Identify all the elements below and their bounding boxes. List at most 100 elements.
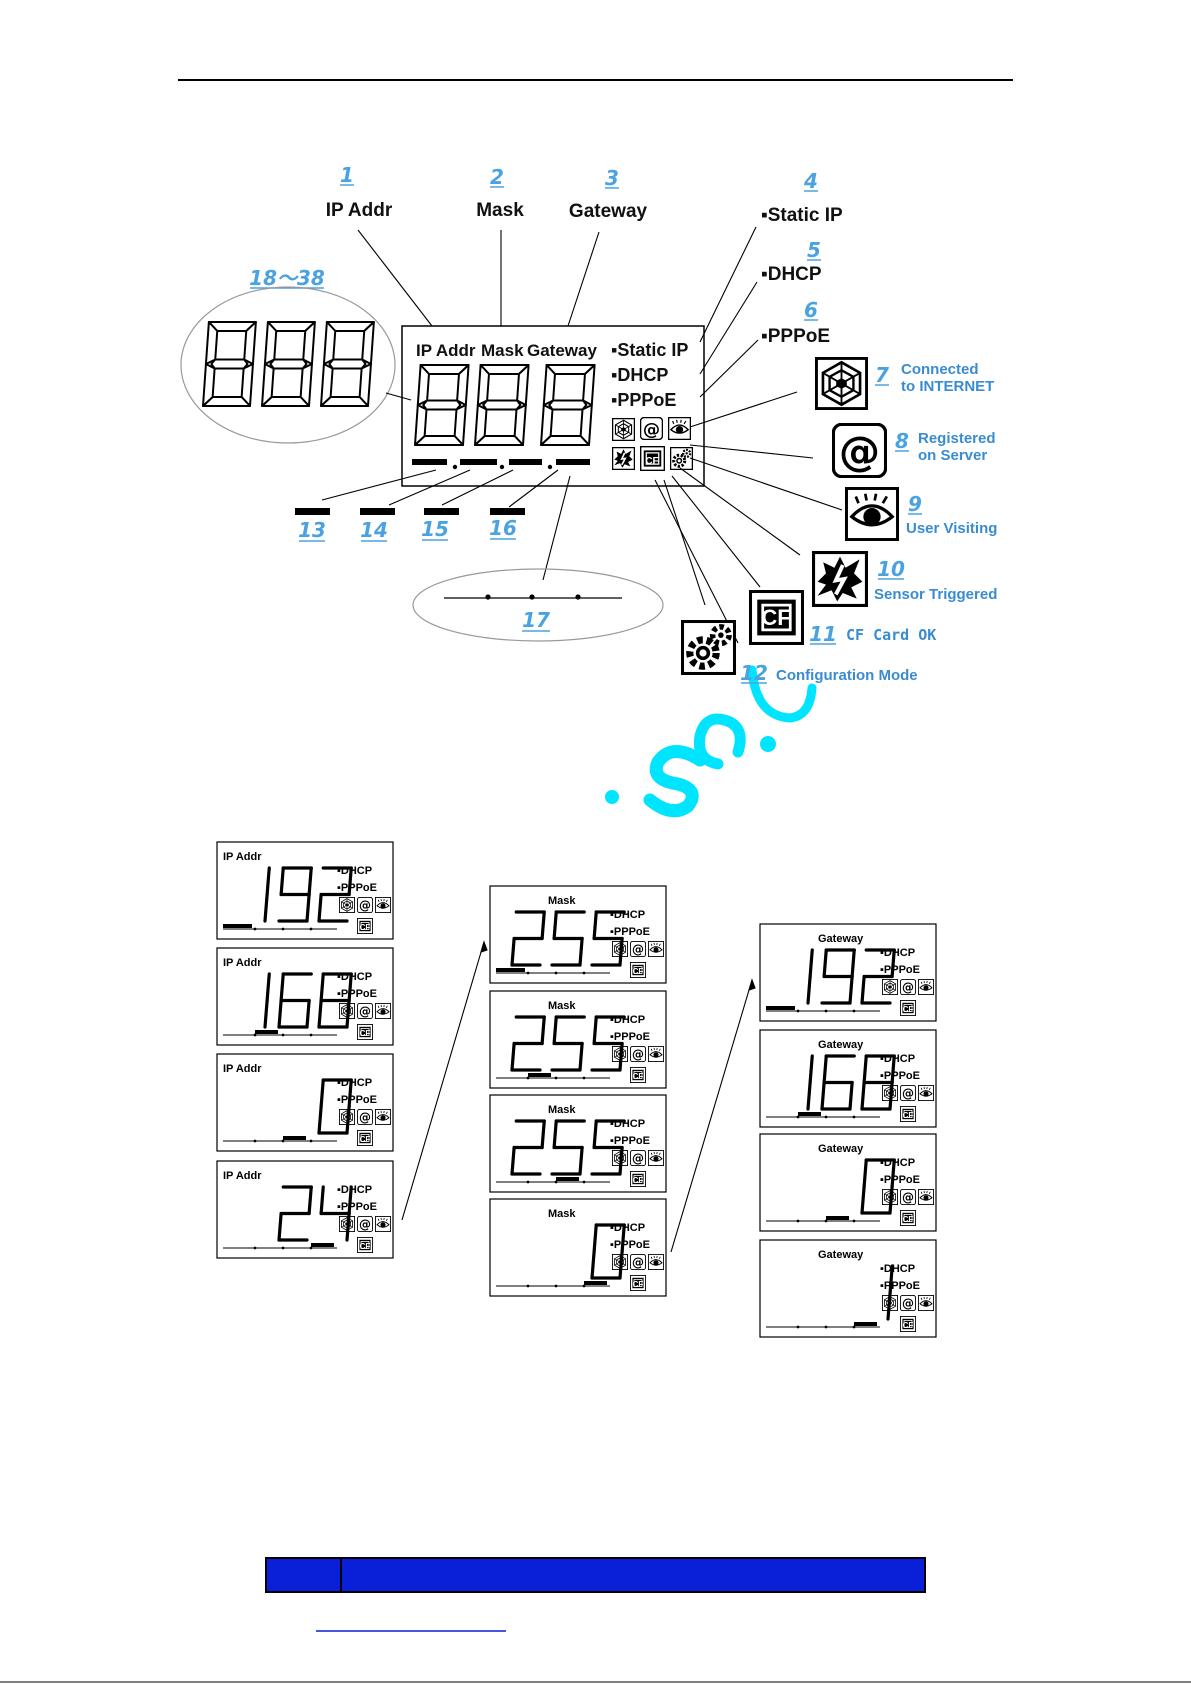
seq-cf-text: CF bbox=[360, 1029, 371, 1038]
segment-e bbox=[510, 1145, 516, 1176]
seq-digit-2 bbox=[317, 866, 353, 923]
segment-f bbox=[592, 910, 598, 941]
seq-panel-label: Gateway bbox=[818, 933, 864, 945]
segment-f bbox=[319, 1078, 325, 1109]
segment-b bbox=[307, 866, 313, 897]
seq-digit-5 bbox=[550, 1119, 586, 1176]
segment-f bbox=[319, 1185, 325, 1216]
segment-e bbox=[414, 404, 428, 446]
segment-c bbox=[806, 974, 812, 1005]
lcd-gateway: Gateway bbox=[527, 341, 597, 360]
seq-pppoe: ▪PPPoE bbox=[880, 1070, 920, 1082]
seq-dot bbox=[796, 1009, 800, 1013]
static-ip-label: ▪Static IP bbox=[761, 205, 843, 226]
callout-num-3: 3 bbox=[605, 166, 619, 190]
segment-c bbox=[618, 1249, 624, 1280]
seq-cf-text: CF bbox=[903, 1321, 914, 1330]
segment-c bbox=[345, 1104, 351, 1135]
registered-label-2: on Server bbox=[918, 447, 987, 464]
seq-pppoe: ▪PPPoE bbox=[880, 964, 920, 976]
dots-zoom-ellipse bbox=[412, 568, 664, 642]
seq-panel-label: IP Addr bbox=[223, 1170, 262, 1182]
lcd-dhcp: ▪DHCP bbox=[611, 365, 668, 385]
seq-dot bbox=[582, 1076, 586, 1080]
lcd-cf-text: CF bbox=[645, 456, 658, 467]
lcd-dot-2 bbox=[499, 464, 505, 470]
seq-pppoe: ▪PPPoE bbox=[337, 882, 377, 894]
segment-b bbox=[890, 1054, 896, 1085]
seq-at-icon bbox=[357, 1216, 373, 1232]
segment-c bbox=[578, 1041, 584, 1072]
seq-dot bbox=[253, 1139, 257, 1143]
seq-pppoe: ▪PPPoE bbox=[610, 1239, 650, 1251]
segment-b bbox=[347, 1078, 353, 1109]
seq-digit-8 bbox=[860, 1054, 896, 1111]
seq-digit-0 bbox=[317, 1078, 353, 1135]
segment-e bbox=[590, 1249, 596, 1280]
seq-panel-label: IP Addr bbox=[223, 851, 262, 863]
seq-dot bbox=[253, 1246, 257, 1250]
seq-web-icon bbox=[339, 897, 355, 913]
segment-c bbox=[263, 892, 269, 923]
digits-zoom bbox=[202, 321, 375, 407]
dots-zoom bbox=[444, 594, 622, 600]
segment-c bbox=[578, 1145, 584, 1176]
seq-panel-label: Mask bbox=[548, 895, 576, 907]
internet-icon bbox=[815, 357, 868, 410]
segment-b bbox=[890, 948, 896, 979]
seq-digit-5 bbox=[590, 1119, 626, 1176]
segment-e bbox=[320, 363, 334, 407]
seq-dot bbox=[309, 927, 313, 931]
segment-f bbox=[322, 321, 337, 365]
seq-dot bbox=[852, 1219, 856, 1223]
segment-e bbox=[317, 892, 323, 923]
segment-f bbox=[592, 1119, 598, 1150]
seq-at-icon bbox=[357, 1003, 373, 1019]
segment-c bbox=[888, 1080, 894, 1111]
callout-num-8: 8 bbox=[895, 429, 909, 453]
segment-b bbox=[850, 948, 856, 979]
sensor-icon bbox=[812, 551, 868, 607]
seq-active-bar bbox=[798, 1112, 821, 1116]
callout-num-2: 2 bbox=[490, 165, 504, 189]
leader-lines bbox=[321, 226, 843, 644]
seq-digit-2 bbox=[510, 910, 546, 967]
seq-eye-icon bbox=[918, 1085, 934, 1101]
callout-num-17: 17 bbox=[522, 608, 550, 632]
connected-label-1: Connected bbox=[901, 361, 979, 378]
segment-g bbox=[269, 358, 308, 370]
lcd-pppoe: ▪PPPoE bbox=[611, 390, 676, 410]
lcd-bar-2 bbox=[460, 459, 497, 465]
segment-g bbox=[210, 358, 249, 370]
seq-active-bar bbox=[584, 1281, 607, 1285]
seq-active-bar bbox=[255, 1030, 278, 1034]
seq-active-bar bbox=[556, 1177, 579, 1181]
seq-eye-icon bbox=[375, 1216, 391, 1232]
seq-dot bbox=[281, 1033, 285, 1037]
seq-pppoe: ▪PPPoE bbox=[610, 1135, 650, 1147]
segment-f bbox=[862, 1054, 868, 1085]
segment-b bbox=[808, 1054, 814, 1085]
seq-digit-2 bbox=[277, 1185, 313, 1242]
seq-digit-5 bbox=[590, 1015, 626, 1072]
seq-dot bbox=[796, 1115, 800, 1119]
seq-dot bbox=[281, 927, 285, 931]
callout-num-16: 16 bbox=[489, 516, 517, 540]
segment-g bbox=[328, 358, 367, 370]
callout-num-4: 4 bbox=[803, 169, 818, 193]
seq-cf-text: CF bbox=[360, 1135, 371, 1144]
seq-digit-2 bbox=[510, 1119, 546, 1176]
segment-f bbox=[822, 948, 828, 979]
seq-eye-icon bbox=[648, 1150, 664, 1166]
segment-f bbox=[542, 364, 556, 406]
seq-active-bar bbox=[826, 1216, 849, 1220]
seq-digit-6 bbox=[820, 1054, 856, 1111]
seq-dot bbox=[796, 1219, 800, 1223]
segment-e bbox=[510, 936, 516, 967]
